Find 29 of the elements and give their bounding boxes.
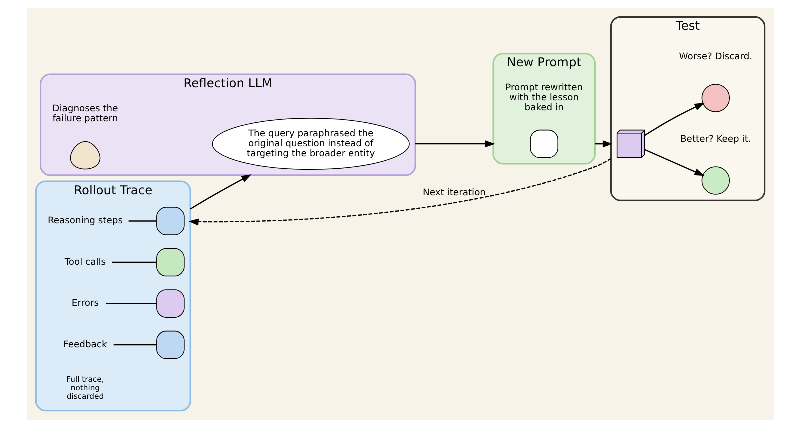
node-text: Errors bbox=[71, 298, 99, 310]
node-box bbox=[530, 130, 558, 158]
node-box bbox=[156, 207, 184, 236]
node-circle bbox=[701, 84, 730, 112]
arrow bbox=[644, 149, 704, 176]
connector bbox=[113, 344, 156, 346]
label: Full trace, nothing discarded bbox=[66, 375, 104, 401]
arrow bbox=[644, 102, 704, 136]
node-box bbox=[156, 330, 184, 360]
arrow bbox=[594, 140, 613, 148]
node-label: Better? Keep it. bbox=[680, 134, 751, 145]
arrow bbox=[415, 140, 495, 148]
node-box bbox=[156, 248, 184, 277]
node-label: Worse? Discard. bbox=[678, 51, 752, 62]
arrow bbox=[190, 174, 252, 210]
node-ellipse: The query paraphrased the original question instead of targeting the broader entity bbox=[212, 118, 410, 170]
node-label: Prompt rewritten with the lesson baked in bbox=[505, 82, 583, 114]
node-text: Feedback bbox=[63, 339, 107, 350]
connector bbox=[112, 262, 156, 264]
node-box bbox=[156, 290, 184, 318]
connector bbox=[128, 220, 156, 222]
node-label: Diagnoses the failure pattern bbox=[52, 104, 118, 125]
node-text: Reasoning steps bbox=[47, 216, 122, 227]
connector bbox=[106, 303, 156, 304]
node-person bbox=[70, 141, 100, 170]
edge-label: Next iteration bbox=[422, 188, 486, 199]
node-circle bbox=[701, 166, 730, 195]
node-text: Tool calls bbox=[64, 256, 106, 268]
arrow bbox=[188, 158, 612, 226]
